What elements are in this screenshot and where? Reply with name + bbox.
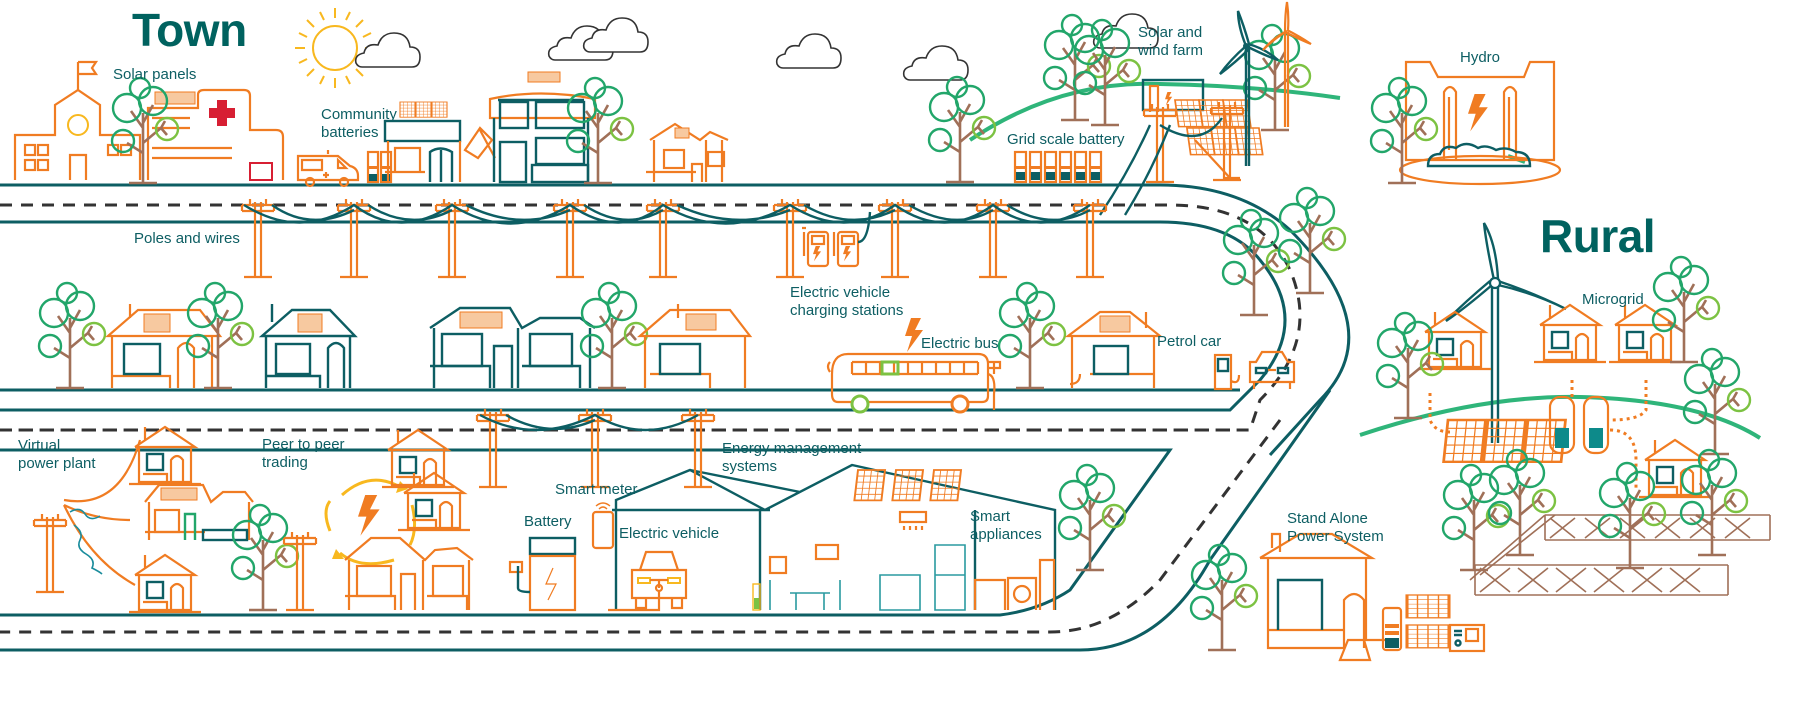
poles-and-wires [240, 197, 1108, 279]
house-icon [1417, 310, 1493, 371]
sun-icon [295, 8, 375, 88]
label-stand-alone-power-system: Stand Alone Power System [1287, 510, 1384, 545]
cloud-icon [582, 17, 649, 53]
label-electric-vehicle: Electric vehicle [619, 525, 720, 542]
tree-icon [230, 503, 300, 612]
duplex-house [429, 306, 596, 388]
grid-scale-battery-icon [1013, 150, 1103, 184]
rural-title: Rural [1540, 210, 1656, 262]
label-energy-management-systems: Energy management systems [722, 440, 862, 475]
smart-home [508, 463, 1057, 612]
tree-icon [1682, 347, 1752, 456]
power-pole-icon [282, 530, 318, 612]
cloud-icon [354, 32, 421, 68]
wind-turbine-icon [1445, 222, 1567, 443]
solar-panel-icon [1405, 593, 1451, 650]
shop-building [383, 101, 496, 182]
house-icon [105, 304, 223, 388]
car-icon [1248, 350, 1296, 389]
house-icon [396, 471, 472, 532]
solar-panel-icon [1442, 418, 1487, 464]
label-electric-bus: Electric bus [921, 335, 999, 352]
house-icon [646, 122, 729, 182]
office-building [488, 71, 597, 184]
tree-icon [997, 281, 1067, 390]
road-network [0, 183, 1351, 652]
house-icon [1607, 303, 1683, 364]
tree-icon [1042, 13, 1112, 122]
house-icon [258, 304, 358, 388]
tree-icon [37, 281, 107, 390]
tree-icon [565, 76, 635, 185]
hydro-dam-icon [1398, 60, 1562, 186]
label-hydro: Hydro [1460, 49, 1501, 66]
poles-and-wires [475, 407, 716, 489]
lightning-bolt-icon [358, 495, 380, 536]
ev-charger-icon [802, 211, 872, 268]
label-ev-charging-stations: Electric vehicle charging stations [790, 284, 904, 319]
ambulance-icon [296, 150, 360, 188]
tree-icon [1375, 311, 1445, 420]
label-solar-and-wind-farm: Solar and wind farm [1138, 24, 1204, 59]
tree-icon [1221, 208, 1291, 317]
tree-icon [1277, 186, 1347, 295]
school-building [13, 60, 142, 180]
cloud-icon [902, 45, 969, 81]
house-icon [1637, 438, 1713, 499]
smart-meter-icon [591, 502, 615, 550]
label-smart-appliances: Smart appliances [970, 508, 1042, 543]
generator-icon [1448, 623, 1486, 653]
electric-bus-icon [826, 352, 1002, 414]
battery-icon [508, 536, 577, 612]
wind-turbine-icon [1262, 1, 1312, 127]
tree-icon [1369, 76, 1439, 185]
town-title: Town [132, 4, 247, 56]
label-microgrid: Microgrid [1582, 291, 1644, 308]
wind-turbine-icon [1219, 10, 1279, 166]
house-icon [637, 304, 753, 388]
hospital-building [146, 88, 285, 181]
community-battery-icon [366, 150, 393, 184]
label-petrol-car: Petrol car [1157, 333, 1222, 350]
virtual-power-plant [32, 425, 254, 614]
fuel-pump-icon [1213, 353, 1241, 391]
tree-icon [1057, 463, 1127, 572]
label-community-batteries: Community batteries [321, 106, 397, 141]
label-virtual-power-plant: Virtual power plant [18, 437, 96, 472]
battery-icon [1381, 606, 1403, 652]
label-poles-and-wires: Poles and wires [134, 230, 240, 247]
peer-trading-cycle [324, 478, 417, 566]
solar-farm [1099, 78, 1264, 216]
house-icon [1532, 303, 1608, 364]
microgrid-solar-battery [1428, 380, 1648, 490]
car-icon [608, 550, 688, 612]
duplex-house [344, 536, 474, 610]
tree-icon [1189, 543, 1259, 652]
label-peer-to-peer-trading: Peer to peer trading [262, 436, 345, 471]
stand-alone-house [1259, 532, 1390, 662]
label-grid-scale-battery: Grid scale battery [1007, 131, 1125, 148]
fence-icon [1469, 514, 1771, 596]
label-smart-meter: Smart meter [555, 481, 638, 498]
cloud-icon [775, 33, 842, 69]
house-icon [1064, 310, 1164, 388]
label-solar-panels: Solar panels [113, 66, 197, 83]
tree-icon [1242, 23, 1312, 132]
label-battery: Battery [524, 513, 572, 530]
